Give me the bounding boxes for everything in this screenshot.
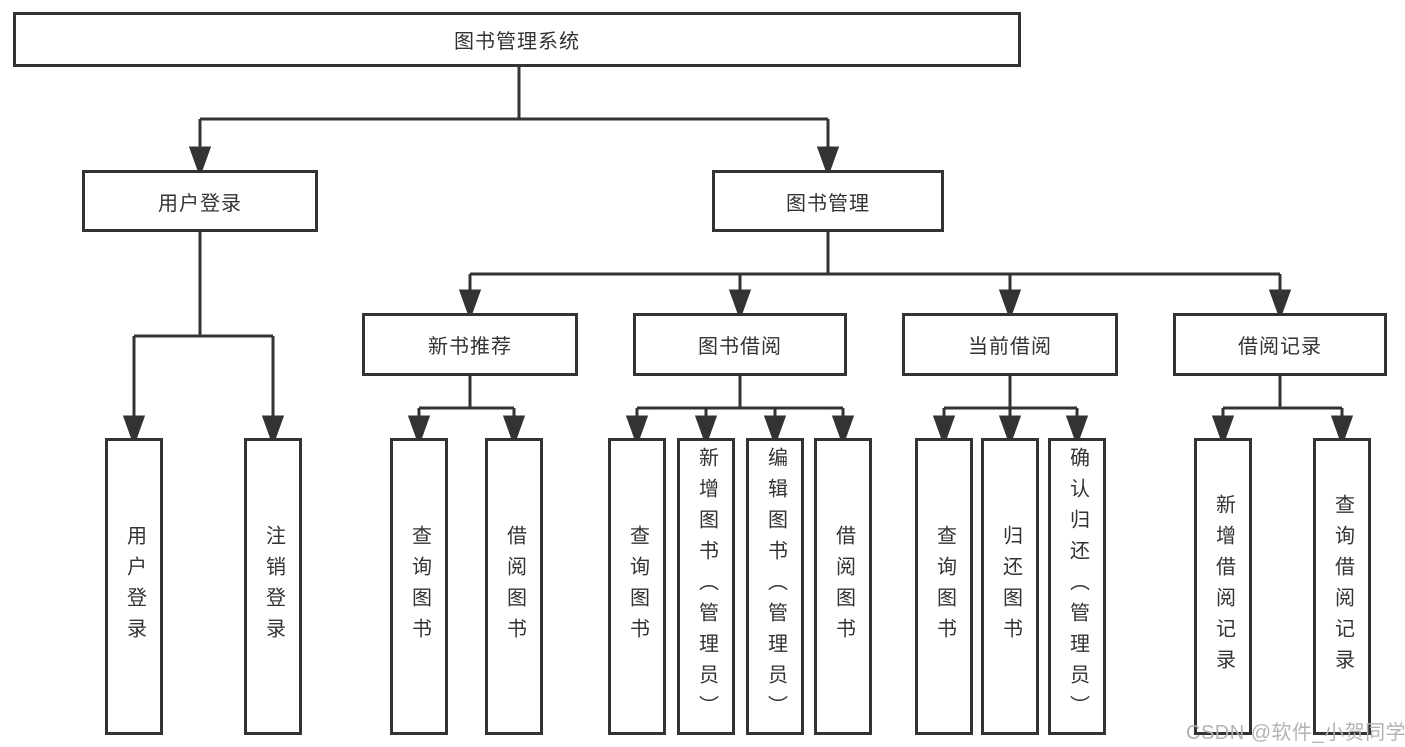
node-current-borrowing: 当前借阅 [902,313,1118,376]
node-leaf-borrow-books-label: 借阅图书 [832,524,855,649]
node-user-login-label: 用户登录 [158,192,242,215]
node-book-borrowing-label: 图书借阅 [698,336,782,358]
node-leaf-confirm-return-admin-label: 确认归还（管理员） [1066,447,1089,726]
node-leaf-search-borrow-record-label: 查询借阅记录 [1331,493,1354,680]
node-book-borrowing: 图书借阅 [633,313,847,376]
node-leaf-borrow-books-recommend-label: 借阅图书 [503,524,526,649]
node-leaf-user-login: 用户登录 [105,438,163,735]
node-leaf-borrow-books-recommend: 借阅图书 [485,438,543,735]
node-current-borrowing-label: 当前借阅 [968,336,1052,358]
csdn-watermark: CSDN @软件_小贺同学 [1186,722,1405,744]
node-leaf-search-books-borrowing: 查询图书 [608,438,666,735]
node-library-management-system-label: 图书管理系统 [454,31,580,53]
node-leaf-return-books-label: 归还图书 [999,524,1022,649]
node-borrowing-records-label: 借阅记录 [1238,336,1322,358]
node-leaf-edit-books-admin: 编辑图书（管理员） [746,438,804,735]
connector-root [188,66,840,178]
node-leaf-search-books-recommend: 查询图书 [390,438,448,735]
node-leaf-user-login-label: 用户登录 [123,524,146,649]
node-leaf-confirm-return-admin: 确认归还（管理员） [1048,438,1106,735]
node-leaf-borrow-books: 借阅图书 [814,438,872,735]
node-leaf-search-books-current: 查询图书 [915,438,973,735]
node-leaf-return-books: 归还图书 [981,438,1039,735]
node-user-login: 用户登录 [82,170,318,232]
connector-borrowing-records [1211,376,1354,447]
node-leaf-search-books-current-label: 查询图书 [933,524,956,649]
connector-book-management [458,232,1292,321]
connector-current-borrowing [932,376,1089,447]
node-leaf-add-borrow-record: 新增借阅记录 [1194,438,1252,735]
node-leaf-add-borrow-record-label: 新增借阅记录 [1212,493,1235,680]
node-leaf-search-books-borrowing-label: 查询图书 [626,524,649,649]
node-new-book-recommendation-label: 新书推荐 [428,336,512,358]
node-book-management-label: 图书管理 [786,192,870,215]
node-leaf-logout: 注销登录 [244,438,302,735]
node-leaf-search-books-recommend-label: 查询图书 [408,524,431,649]
node-library-management-system: 图书管理系统 [13,12,1021,67]
connector-new-book-recommendation [407,376,526,447]
node-new-book-recommendation: 新书推荐 [362,313,578,376]
node-leaf-search-borrow-record: 查询借阅记录 [1313,438,1371,735]
node-borrowing-records: 借阅记录 [1173,313,1387,376]
node-leaf-logout-label: 注销登录 [262,524,285,649]
node-leaf-add-books-admin: 新增图书（管理员） [677,438,735,735]
connector-user-login [122,232,285,447]
node-leaf-edit-books-admin-label: 编辑图书（管理员） [764,447,787,726]
connector-book-borrowing [625,376,855,447]
node-book-management: 图书管理 [712,170,944,232]
node-leaf-add-books-admin-label: 新增图书（管理员） [695,447,718,726]
